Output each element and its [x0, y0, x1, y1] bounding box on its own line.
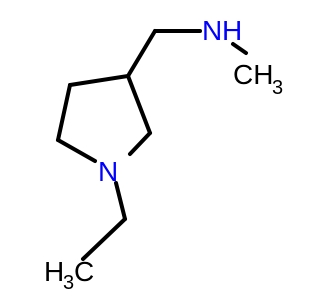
- methyl-left-c: C: [74, 256, 94, 287]
- nh-n-text: N: [202, 15, 222, 46]
- methyl-right-main: CH: [233, 59, 273, 90]
- bond-ring-right-lower: [128, 131, 152, 156]
- bond-layer: [56, 29, 248, 261]
- methyl-left-label: H 3 C: [44, 256, 94, 294]
- bond-ring-left-lower: [56, 138, 97, 163]
- bond-nh-methyl: [231, 42, 248, 55]
- methyl-left-subscript: 3: [63, 272, 74, 294]
- ring-n-text: N: [98, 156, 118, 187]
- methyl-left-h: H: [44, 256, 64, 287]
- nh-h-text: H: [222, 15, 242, 46]
- bond-ethyl-ch3: [81, 217, 127, 261]
- ring-n-label: N: [98, 156, 118, 187]
- molecule-svg: N H CH 3 N H 3 C: [44, 15, 283, 294]
- bond-n-ethyl: [114, 181, 127, 221]
- nh-label: N H: [202, 15, 242, 46]
- bond-ring-left-upper: [56, 83, 72, 142]
- structure-diagram: N H CH 3 N H 3 C: [44, 15, 284, 294]
- methyl-right-label: CH 3: [233, 59, 283, 99]
- bond-ring-top: [68, 74, 130, 87]
- bond-ring-right-upper: [126, 74, 152, 135]
- methyl-right-subscript: 3: [272, 77, 283, 99]
- bond-ring-ch2: [126, 29, 157, 78]
